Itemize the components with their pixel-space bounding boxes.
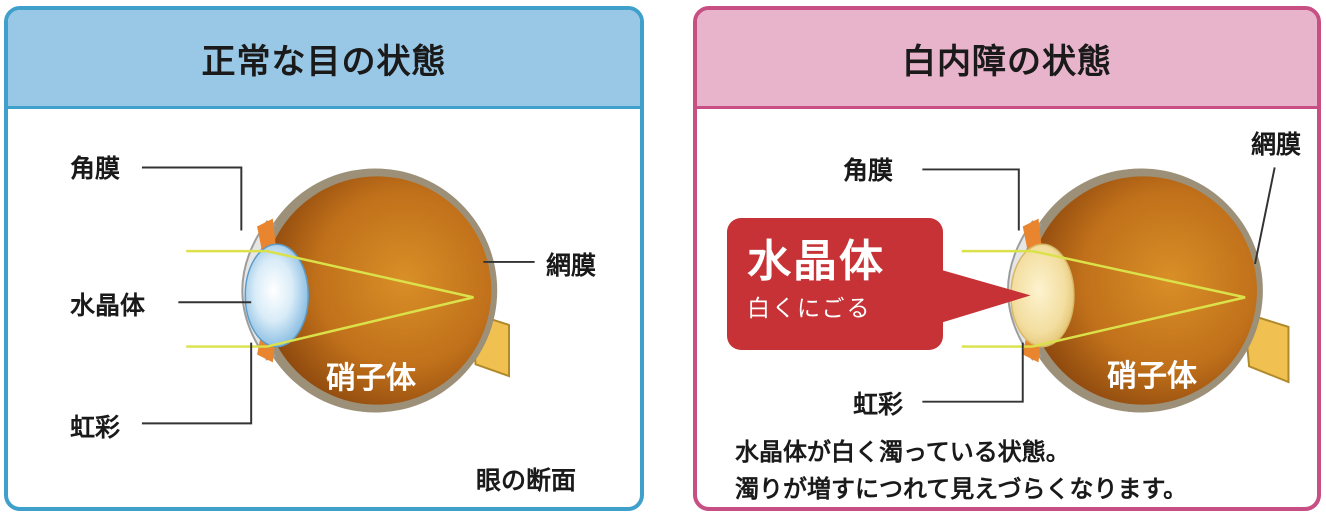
cornea-label: 角膜 bbox=[70, 154, 121, 183]
description-line-2: 濁りが増すにつれて見えづらくなります。 bbox=[735, 475, 1188, 503]
eyeball bbox=[1028, 176, 1257, 405]
leader-lines bbox=[922, 167, 1276, 403]
cataract-description: 水晶体が白く濁っている状態。 濁りが増すにつれて見えづらくなります。 bbox=[735, 434, 1188, 507]
cornea-label: 角膜 bbox=[843, 156, 894, 185]
cataract-panel: 白内障の状態 bbox=[693, 6, 1321, 511]
iris-label: 虹彩 bbox=[70, 413, 121, 442]
retina-label: 網膜 bbox=[546, 251, 597, 280]
normal-eye-panel: 正常な目の状態 bbox=[4, 6, 644, 511]
lens bbox=[244, 243, 309, 348]
cross-section-caption: 眼の断面 bbox=[476, 466, 577, 495]
normal-panel-title: 正常な目の状態 bbox=[201, 41, 447, 82]
light-rays bbox=[961, 249, 1246, 348]
retina-label: 網膜 bbox=[1251, 130, 1302, 159]
callout-title: 水晶体 bbox=[747, 236, 885, 287]
callout-pointer bbox=[934, 267, 1031, 325]
cataract-lens-callout: 水晶体 白くにごる bbox=[727, 218, 943, 350]
cataract-eye-diagram bbox=[922, 167, 1290, 413]
cataract-panel-header: 白内障の状態 bbox=[697, 10, 1317, 109]
light-rays bbox=[186, 249, 474, 348]
description-line-1: 水晶体が白く濁っている状態。 bbox=[735, 438, 1070, 466]
normal-panel-header: 正常な目の状態 bbox=[8, 10, 640, 109]
iris-label: 虹彩 bbox=[853, 390, 904, 419]
cataract-panel-title: 白内障の状態 bbox=[902, 41, 1112, 82]
normal-eye-diagram bbox=[141, 166, 535, 425]
eyeball bbox=[262, 176, 492, 405]
lens-label: 水晶体 bbox=[70, 291, 146, 320]
vitreous-label: 硝子体 bbox=[1107, 359, 1197, 394]
callout-subtitle: 白くにごる bbox=[747, 296, 872, 322]
vitreous-label: 硝子体 bbox=[326, 361, 416, 396]
leader-lines bbox=[141, 166, 535, 425]
